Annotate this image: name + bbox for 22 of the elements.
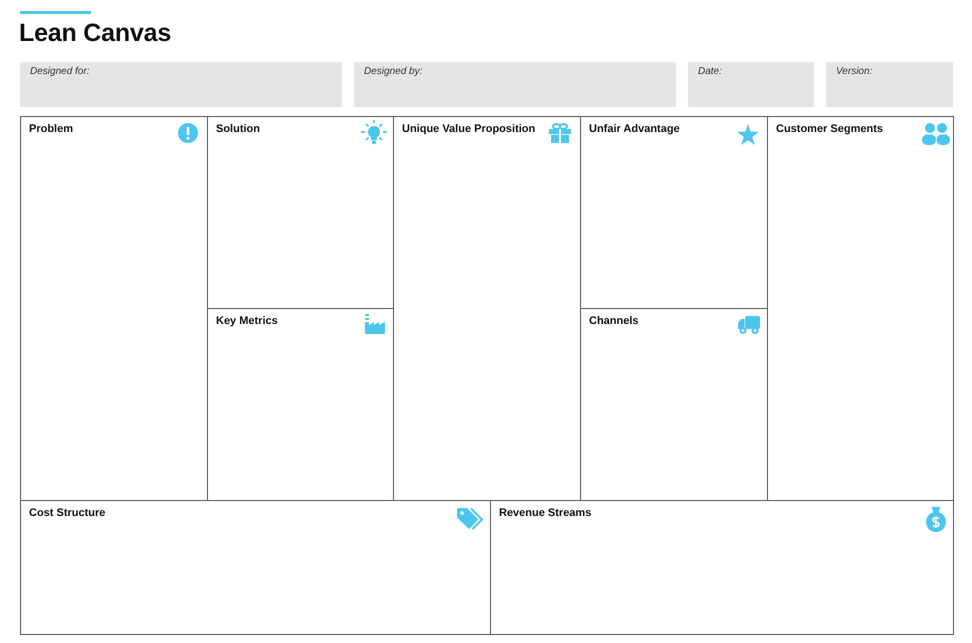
field-label: Date: (698, 66, 722, 77)
section-heading: Customer Segments (776, 123, 883, 135)
input-field (826, 62, 953, 107)
page-title: Lean Canvas (19, 18, 172, 49)
input-field (354, 62, 676, 107)
section-heading: Problem (29, 123, 74, 135)
field-label: Designed for: (30, 66, 90, 77)
input-field (688, 62, 814, 107)
canvas-section (767, 116, 954, 501)
section-heading: Unique Value Proposition (402, 123, 536, 135)
section-heading: Revenue Streams (499, 507, 592, 519)
input-field (20, 62, 342, 107)
section-heading: Unfair Advantage (589, 123, 680, 135)
canvas-section (20, 500, 491, 635)
canvas-section (20, 116, 208, 501)
field-label: Version: (836, 66, 872, 77)
section-heading: Solution (216, 123, 260, 135)
section-heading: Cost Structure (29, 507, 106, 519)
canvas-section (490, 500, 954, 635)
field-label: Designed by: (364, 66, 422, 77)
section-heading: Key Metrics (216, 315, 278, 327)
section-heading: Channels (589, 315, 639, 327)
